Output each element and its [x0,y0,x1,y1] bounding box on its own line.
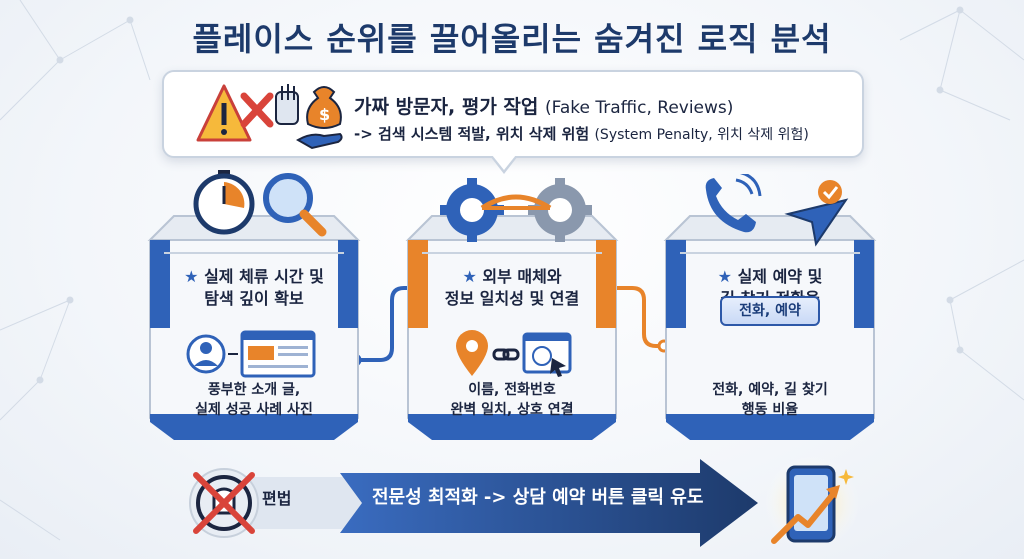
location-arrow-icon [784,198,849,247]
bottom-arrow-bar [189,455,860,551]
warning-icon-group: $ [196,84,343,150]
pillar-1-content-icons [186,330,316,378]
warning-line-1: 가짜 방문자, 평가 작업 (Fake Traffic, Reviews) [354,92,733,119]
map-pin-icon [456,330,488,376]
pillar-1-heading-line-1: 실제 체류 시간 및 [204,267,324,286]
pillar-dwell-time: ★ 실제 체류 시간 및 탐색 깊이 확보 풍부한 소개 글, 실제 성공 사례… [144,170,364,442]
web-page-icon [240,330,316,378]
pillar-1-caption-line-2: 실제 성공 사례 사진 [195,402,313,418]
warning-icon [196,84,252,142]
bubble-tail-inner [492,155,516,170]
forbidden-icon [189,468,259,538]
pillar-2-heading-line-2: 정보 일치성 및 연결 [444,289,580,308]
warning-bubble: $ 가짜 방문자, 평가 작업 (Fake Traffic, Reviews) … [162,70,864,158]
profile-icon [186,334,226,374]
forbidden-label: 편법 [262,489,292,508]
pillar-2-caption-line-1: 이름, 전화번호 [468,382,556,398]
pillar-2-heading: ★ 외부 매체와 정보 일치성 및 연결 [402,266,622,310]
pillar-2-content-icons [456,330,572,377]
star-icon: ★ [717,267,732,286]
pillar-2-caption-line-2: 완벽 일치, 상호 연결 [450,402,574,418]
warning-line-1-text: 가짜 방문자, 평가 작업 [354,96,539,118]
pillar-1-icons [193,170,327,237]
svg-text:$: $ [319,105,330,124]
pillar-3-heading-line-1: 실제 예약 및 [737,267,823,286]
stopwatch-icon [193,170,255,235]
warning-line-2-text: -> 검색 시스템 적발, 위치 삭제 위험 [354,125,590,143]
pillar-3-icons [705,174,849,247]
warning-line-2: -> 검색 시스템 적발, 위치 삭제 위험 (System Penalty, … [354,123,809,144]
link-icon [492,348,520,361]
page-title: 플레이스 순위를 끌어올리는 숨겨진 로직 분석 [192,20,832,58]
pillar-1-caption-line-1: 풍부한 소개 글, [207,382,301,398]
warning-line-2-en: (System Penalty, 위치 삭제 위험) [594,127,809,143]
gears-icon [440,178,592,242]
hand-icon [275,84,299,125]
browser-cursor-icon [522,332,572,377]
pillar-2-heading-line-1: 외부 매체와 [482,267,562,286]
pillar-3-caption-line-1: 전화, 예약, 길 찾기 [712,382,828,398]
pillar-2-icons [440,178,592,242]
pillar-1-heading-line-2: 탐색 깊이 확보 [204,289,304,308]
pillar-2-caption: 이름, 전화번호 완벽 일치, 상호 연결 [402,380,622,420]
optimization-arrow-label: 전문성 최적화 -> 상담 예약 버튼 클릭 유도 [372,487,704,508]
money-bag-icon: $ [295,86,343,150]
magnifier-icon [263,173,327,237]
growth-phone-icon [764,455,860,551]
pillar-external-consistency: ★ 외부 매체와 정보 일치성 및 연결 이름, 전화번호 완벽 일치, 상호 … [402,178,622,442]
cancel-x-icon [240,92,274,128]
pillar-3-caption: 전화, 예약, 길 찾기 행동 비율 [660,380,880,420]
pillar-conversion-rate: ★ 실제 예약 및 길 찾기 전환율 전화, 예약 전화, 예약, 길 찾기 행… [660,174,880,442]
pillar-1-caption: 풍부한 소개 글, 실제 성공 사례 사진 [144,380,364,420]
warning-line-1-en: (Fake Traffic, Reviews) [545,98,734,118]
pillar-1-heading: ★ 실제 체류 시간 및 탐색 깊이 확보 [144,266,364,310]
phone-icon [705,174,762,233]
pillar-3-caption-line-2: 행동 비율 [741,402,799,418]
check-icon [818,180,842,204]
call-reservation-button[interactable]: 전화, 예약 [720,296,820,326]
star-icon: ★ [462,267,477,286]
star-icon: ★ [184,267,199,286]
